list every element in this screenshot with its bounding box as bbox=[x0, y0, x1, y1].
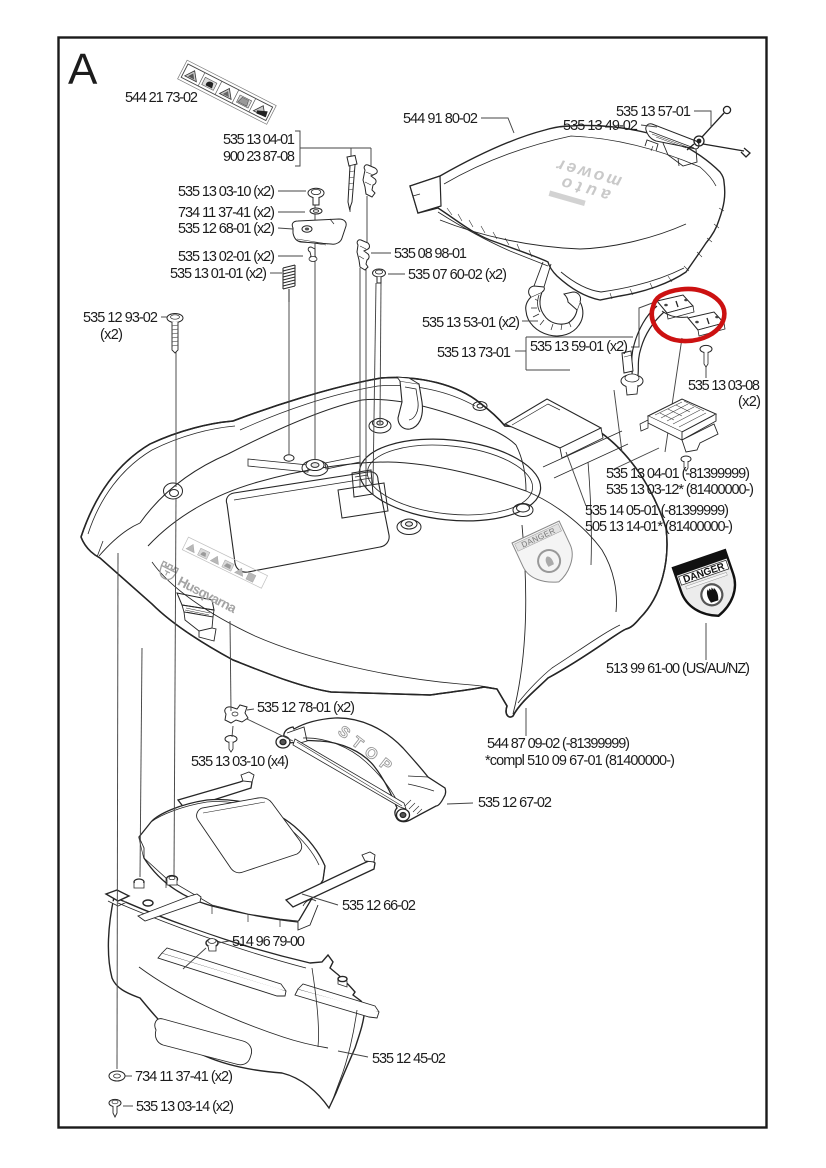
svg-text:535 13 53-01 (x2): 535 13 53-01 (x2) bbox=[422, 315, 520, 331]
svg-text:734 11 37-41 (x2): 734 11 37-41 (x2) bbox=[178, 205, 275, 221]
svg-text:535 12 78-01 (x2): 535 12 78-01 (x2) bbox=[257, 700, 355, 716]
svg-text:535 12 68-01 (x2): 535 12 68-01 (x2) bbox=[178, 221, 275, 237]
svg-text:734 11 37-41 (x2): 734 11 37-41 (x2) bbox=[135, 1069, 233, 1085]
svg-text:535 12 93-02: 535 12 93-02 bbox=[83, 310, 158, 326]
svg-text:544 21 73-02: 544 21 73-02 bbox=[125, 90, 198, 106]
svg-text:(x2): (x2) bbox=[100, 327, 123, 343]
svg-text:535 13 04-01 (-81399999): 535 13 04-01 (-81399999) bbox=[606, 466, 750, 482]
svg-text:(x2): (x2) bbox=[738, 394, 761, 410]
svg-text:535 13 49-02: 535 13 49-02 bbox=[563, 118, 638, 134]
svg-text:513 99 61-00 (US/AU/NZ): 513 99 61-00 (US/AU/NZ) bbox=[606, 661, 750, 677]
svg-text:900 23 87-08: 900 23 87-08 bbox=[223, 149, 295, 165]
svg-text:535 13 03-10 (x4): 535 13 03-10 (x4) bbox=[191, 754, 289, 770]
svg-text:535 13 02-01 (x2): 535 13 02-01 (x2) bbox=[178, 249, 275, 265]
svg-text:A: A bbox=[68, 45, 98, 94]
svg-text:544 87 09-02 (-81399999): 544 87 09-02 (-81399999) bbox=[487, 736, 630, 752]
svg-text:535 12 67-02: 535 12 67-02 bbox=[478, 795, 552, 811]
svg-text:505 13 14-01* (81400000-): 505 13 14-01* (81400000-) bbox=[585, 519, 733, 535]
svg-text:535 13 03-10 (x2): 535 13 03-10 (x2) bbox=[178, 184, 275, 200]
svg-text:514 96 79-00: 514 96 79-00 bbox=[232, 934, 305, 950]
svg-text:535 13 04-01: 535 13 04-01 bbox=[223, 132, 295, 148]
svg-text:535 13 59-01 (x2): 535 13 59-01 (x2) bbox=[530, 339, 628, 355]
svg-text:535 13 03-14 (x2): 535 13 03-14 (x2) bbox=[136, 1099, 234, 1115]
svg-text:535 12 45-02: 535 12 45-02 bbox=[372, 1051, 446, 1067]
svg-text:535 13 03-12* (81400000-): 535 13 03-12* (81400000-) bbox=[606, 482, 754, 498]
svg-text:535 13 57-01: 535 13 57-01 bbox=[616, 104, 691, 120]
svg-text:535 12 66-02: 535 12 66-02 bbox=[342, 898, 416, 914]
svg-text:535 14 05-01 (-81399999): 535 14 05-01 (-81399999) bbox=[585, 503, 729, 519]
svg-text:*compl 510 09 67-01 (81400000-: *compl 510 09 67-01 (81400000-) bbox=[485, 753, 675, 769]
svg-text:535 08 98-01: 535 08 98-01 bbox=[394, 246, 467, 262]
svg-text:535 13 73-01: 535 13 73-01 bbox=[437, 345, 511, 361]
svg-text:535 13 01-01 (x2): 535 13 01-01 (x2) bbox=[170, 266, 267, 282]
svg-text:535 07 60-02 (x2): 535 07 60-02 (x2) bbox=[408, 267, 507, 283]
svg-text:544 91 80-02: 544 91 80-02 bbox=[403, 111, 478, 127]
svg-text:535 13 03-08: 535 13 03-08 bbox=[688, 378, 760, 394]
